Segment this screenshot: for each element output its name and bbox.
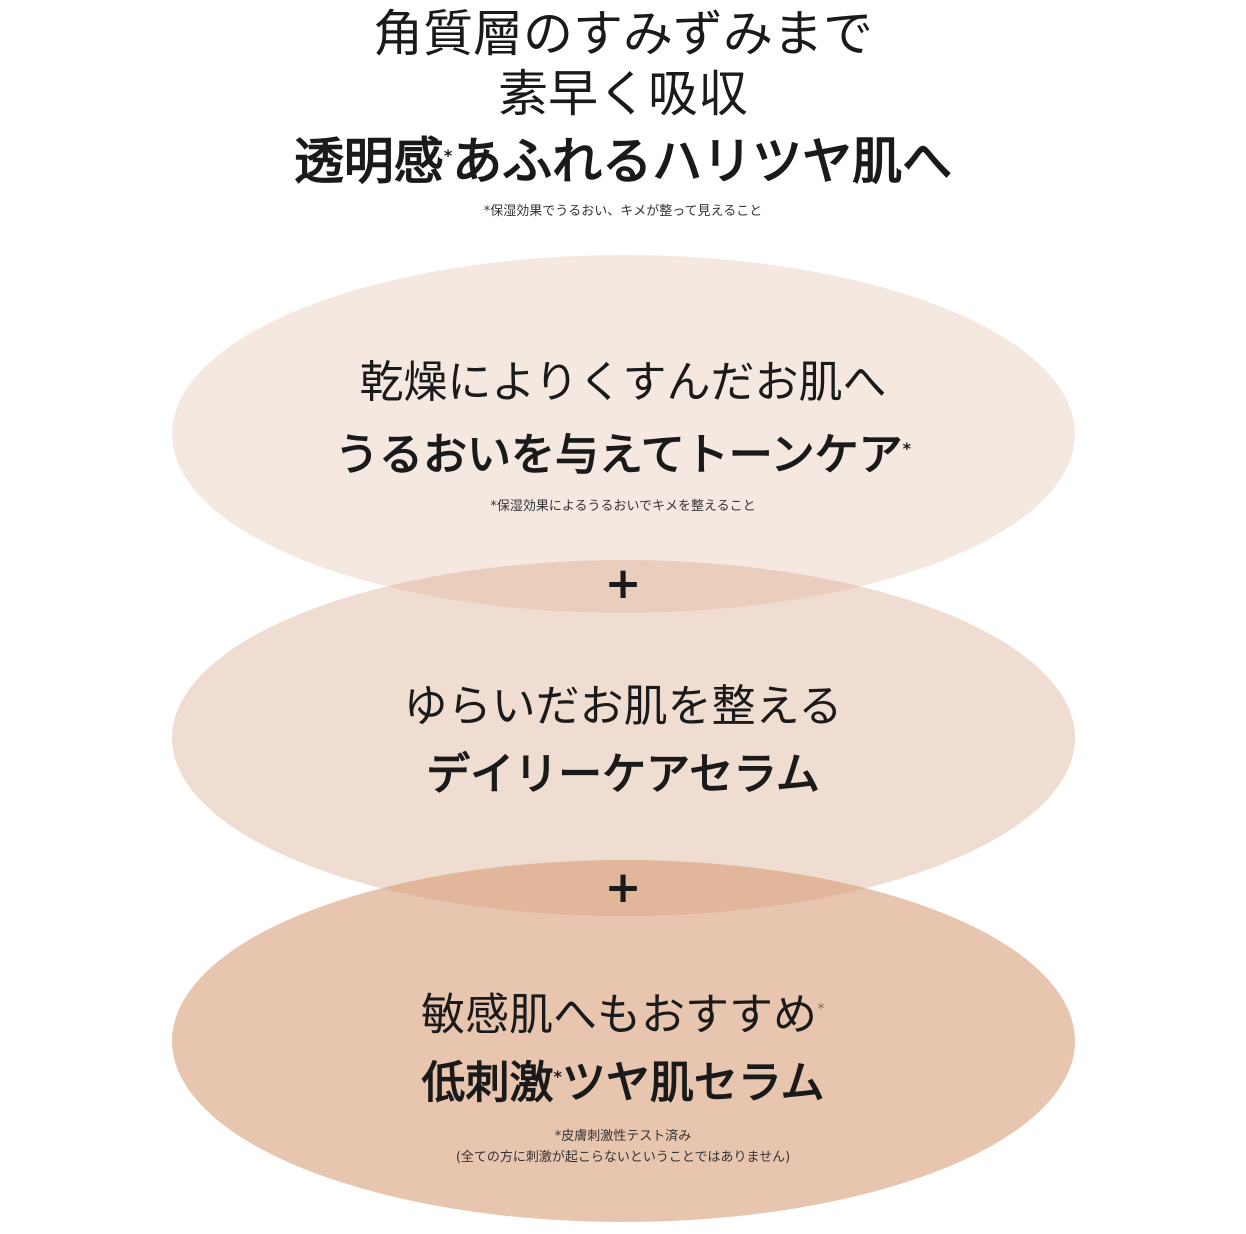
asterisk: *: [902, 439, 911, 458]
headline-footnote: *保湿効果でうるおい、キメが整って見えること: [483, 204, 763, 219]
feature-3-light-text: 敏感肌へもおすすめ: [421, 989, 817, 1041]
asterisk: *: [553, 1067, 562, 1086]
feature-ellipse-1: [172, 255, 1075, 613]
headline-bold-b: あふれるハリツヤ肌へ: [452, 132, 953, 191]
feature-3-light: 敏感肌へもおすすめ*: [0, 982, 1246, 1043]
feature-2-bold: デイリーケアセラム: [426, 749, 820, 800]
feature-1-bold: うるおいを与えてトーンケア*: [0, 422, 1246, 483]
asterisk: *: [443, 146, 453, 165]
feature-1-light: 乾燥によりくすんだお肌へ: [359, 357, 887, 408]
headline-line-2: 素早く吸収: [498, 65, 748, 123]
feature-ellipse-2: [172, 560, 1075, 916]
feature-3-bold-b: ツヤ肌セラム: [561, 1057, 825, 1109]
feature-2-light: ゆらいだお肌を整える: [403, 681, 843, 732]
feature-3-footnote-2: (全ての方に刺激が起こらないということではありません): [455, 1150, 791, 1165]
feature-3-bold: 低刺激*ツヤ肌セラム: [0, 1050, 1246, 1111]
asterisk: *: [817, 999, 825, 1018]
plus-icon: +: [604, 558, 642, 609]
feature-1-footnote: *保湿効果によるうるおいでキメを整えること: [490, 499, 756, 514]
headline-line-1: 角質層のすみずみまで: [373, 5, 873, 63]
feature-ellipse-3: [172, 860, 1075, 1222]
headline-line-3: 透明感*あふれるハリツヤ肌へ: [0, 126, 1246, 192]
feature-3-bold-a: 低刺激: [421, 1057, 554, 1109]
feature-1-bold-text: うるおいを与えてトーンケア: [335, 429, 903, 481]
plus-icon: +: [604, 862, 642, 913]
headline-bold-a: 透明感: [293, 132, 444, 191]
feature-3-footnote-1: *皮膚刺激性テスト済み: [554, 1129, 692, 1144]
